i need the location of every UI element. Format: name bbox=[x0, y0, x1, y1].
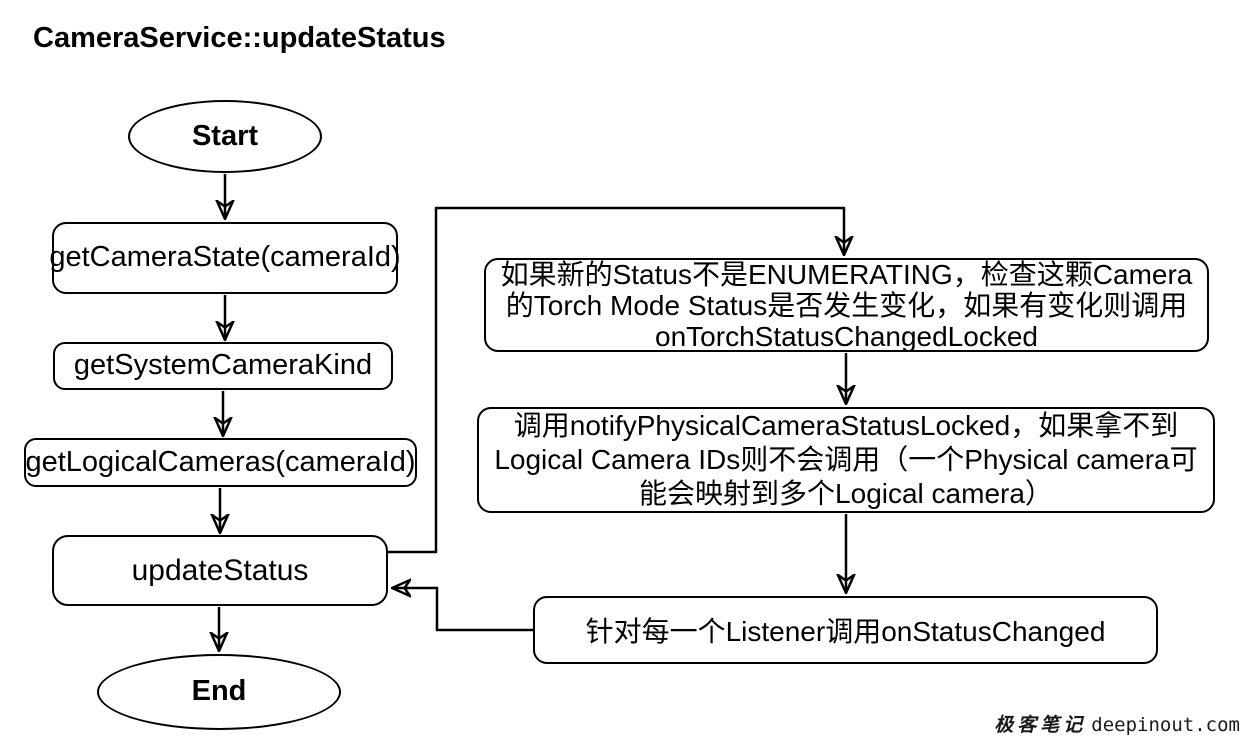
note-torch-line-1: 如果新的Status不是ENUMERATING，检查这颗Camera bbox=[500, 258, 1193, 290]
note-notify-line-3: 能会映射到多个Logical camera） bbox=[639, 478, 1053, 509]
process-get-logical-cameras: getLogicalCameras(cameraId) bbox=[24, 438, 417, 487]
note-torch-status-check: 如果新的Status不是ENUMERATING，检查这颗Camera 的Torc… bbox=[484, 258, 1209, 352]
note-listener-line-1: 针对每一个Listener调用onStatusChanged bbox=[585, 616, 1106, 647]
page-title: CameraService::updateStatus bbox=[33, 22, 446, 54]
note-notify-physical-camera: 调用notifyPhysicalCameraStatusLocked，如果拿不到… bbox=[477, 407, 1215, 513]
note-notify-line-1: 调用notifyPhysicalCameraStatusLocked，如果拿不到 bbox=[513, 410, 1179, 441]
watermark-domain: deepinout.com bbox=[1091, 714, 1240, 736]
note-notify-line-2: Logical Camera IDs则不会调用（一个Physical camer… bbox=[494, 444, 1198, 475]
note-listener-on-status-changed: 针对每一个Listener调用onStatusChanged bbox=[533, 596, 1158, 664]
process-get-camera-state: getCameraState(cameraId) bbox=[49, 222, 401, 294]
edge-listener-note-to-updatestatus bbox=[392, 588, 533, 632]
end-node: End bbox=[97, 654, 341, 730]
watermark: 极客笔记 deepinout.com bbox=[994, 710, 1240, 737]
process-get-system-camera-kind: getSystemCameraKind bbox=[53, 342, 393, 390]
note-torch-line-3: onTorchStatusChangedLocked bbox=[655, 320, 1038, 352]
watermark-brand: 极客笔记 bbox=[994, 714, 1087, 736]
start-node: Start bbox=[128, 100, 322, 173]
note-torch-line-2: 的Torch Mode Status是否发生变化，如果有变化则调用 bbox=[505, 289, 1188, 321]
process-update-status: updateStatus bbox=[52, 535, 388, 606]
